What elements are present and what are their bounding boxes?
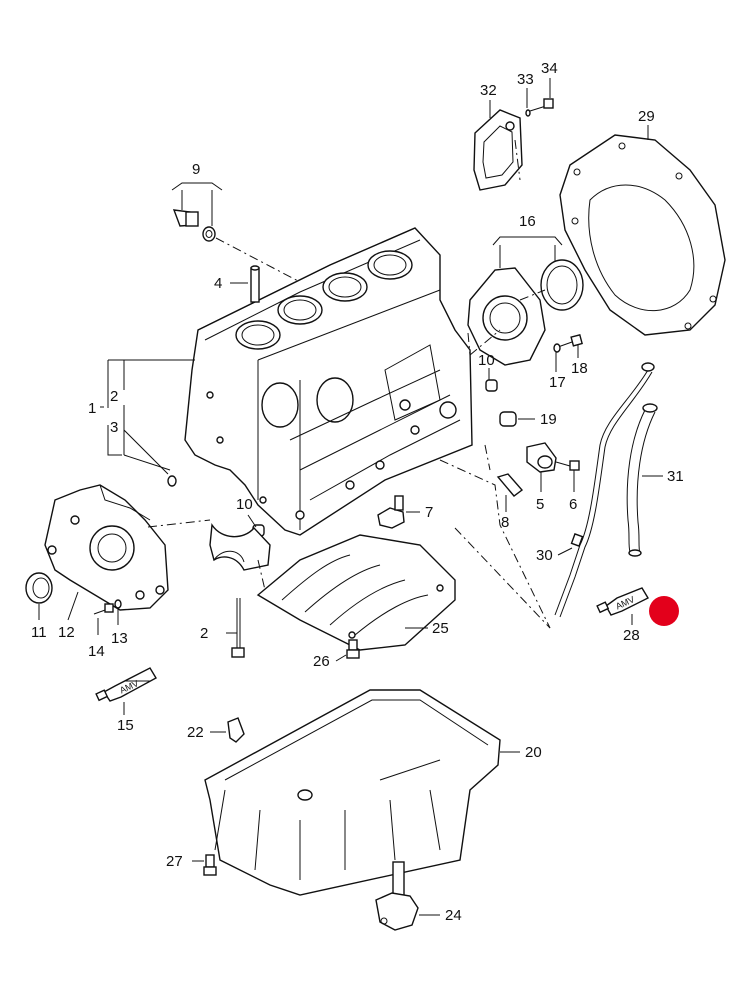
plug-part-3 (167, 475, 177, 487)
callout-25: 25 (432, 620, 449, 637)
callout-15: 15 (117, 717, 134, 734)
callout-20: 20 (525, 744, 542, 761)
bolt-part-27 (203, 854, 217, 876)
callout-32: 32 (480, 82, 497, 99)
plug-part-19 (499, 411, 517, 427)
callout-24: 24 (445, 907, 462, 924)
sensor-part-9 (172, 209, 216, 242)
bolt-part-34 (525, 98, 554, 117)
rear-flange-part-16 (467, 259, 584, 366)
callout-33: 33 (517, 71, 534, 88)
callout-1: 1 (88, 400, 96, 417)
stud-part-4 (250, 265, 260, 303)
callout-2-bolt: 2 (200, 625, 208, 642)
hose-part-31 (626, 403, 658, 557)
bolt-part-6 (555, 460, 580, 471)
callout-26: 26 (313, 653, 330, 670)
callout-16: 16 (519, 213, 536, 230)
leader-lines (38, 78, 663, 916)
oil-pan-part-20 (204, 689, 501, 896)
dipstick-part-30 (554, 362, 655, 618)
bearing-cap (209, 522, 271, 571)
callout-2: 2 (110, 388, 118, 405)
callout-28: 28 (623, 627, 640, 644)
front-cover-part-12 (44, 484, 169, 611)
bolt-part-2 (231, 598, 245, 658)
callout-17: 17 (549, 374, 566, 391)
callout-12: 12 (58, 624, 75, 641)
oil-baffle-part-25 (256, 534, 456, 651)
sleeve-part-10-upper (485, 379, 498, 392)
callout-14: 14 (88, 643, 105, 660)
spray-nozzle-part-7 (377, 495, 405, 529)
sealant-tube-part-28: AMV (596, 587, 649, 616)
callout-13: 13 (111, 630, 128, 647)
callout-29: 29 (638, 108, 655, 125)
callout-11: 11 (31, 624, 47, 641)
callout-10-upper: 10 (478, 352, 495, 369)
callout-10-lower: 10 (236, 496, 253, 513)
callout-8: 8 (501, 514, 509, 531)
drain-plug-part-22 (227, 717, 245, 743)
bolt-part-26 (346, 639, 360, 659)
bolt-part-14 (93, 599, 122, 615)
fitting-part-8 (496, 473, 524, 497)
callout-7: 7 (425, 504, 433, 521)
callout-22: 22 (187, 724, 204, 741)
callout-9: 9 (192, 161, 200, 178)
gasket-part-32 (473, 109, 523, 191)
callout-4: 4 (214, 275, 222, 292)
engine-block (184, 227, 473, 536)
callout-19: 19 (540, 411, 557, 428)
callout-6: 6 (569, 496, 577, 513)
callout-30: 30 (536, 547, 553, 564)
sealant-tube-part-15: AMV (95, 667, 157, 702)
bracket-part-5 (526, 442, 557, 473)
callout-18: 18 (571, 360, 588, 377)
bolt-part-18 (553, 333, 583, 353)
oil-sensor-part-24 (375, 861, 419, 931)
callout-27: 27 (166, 853, 183, 870)
red-marker (649, 596, 679, 626)
gasket-part-29 (559, 134, 726, 336)
callout-5: 5 (536, 496, 544, 513)
callout-labels: 1 2 3 4 5 6 7 8 9 10 10 11 12 13 14 15 1… (31, 60, 684, 924)
callout-3: 3 (110, 419, 118, 436)
seal-part-11 (25, 572, 53, 604)
callout-34: 34 (541, 60, 558, 77)
callout-31: 31 (667, 468, 684, 485)
